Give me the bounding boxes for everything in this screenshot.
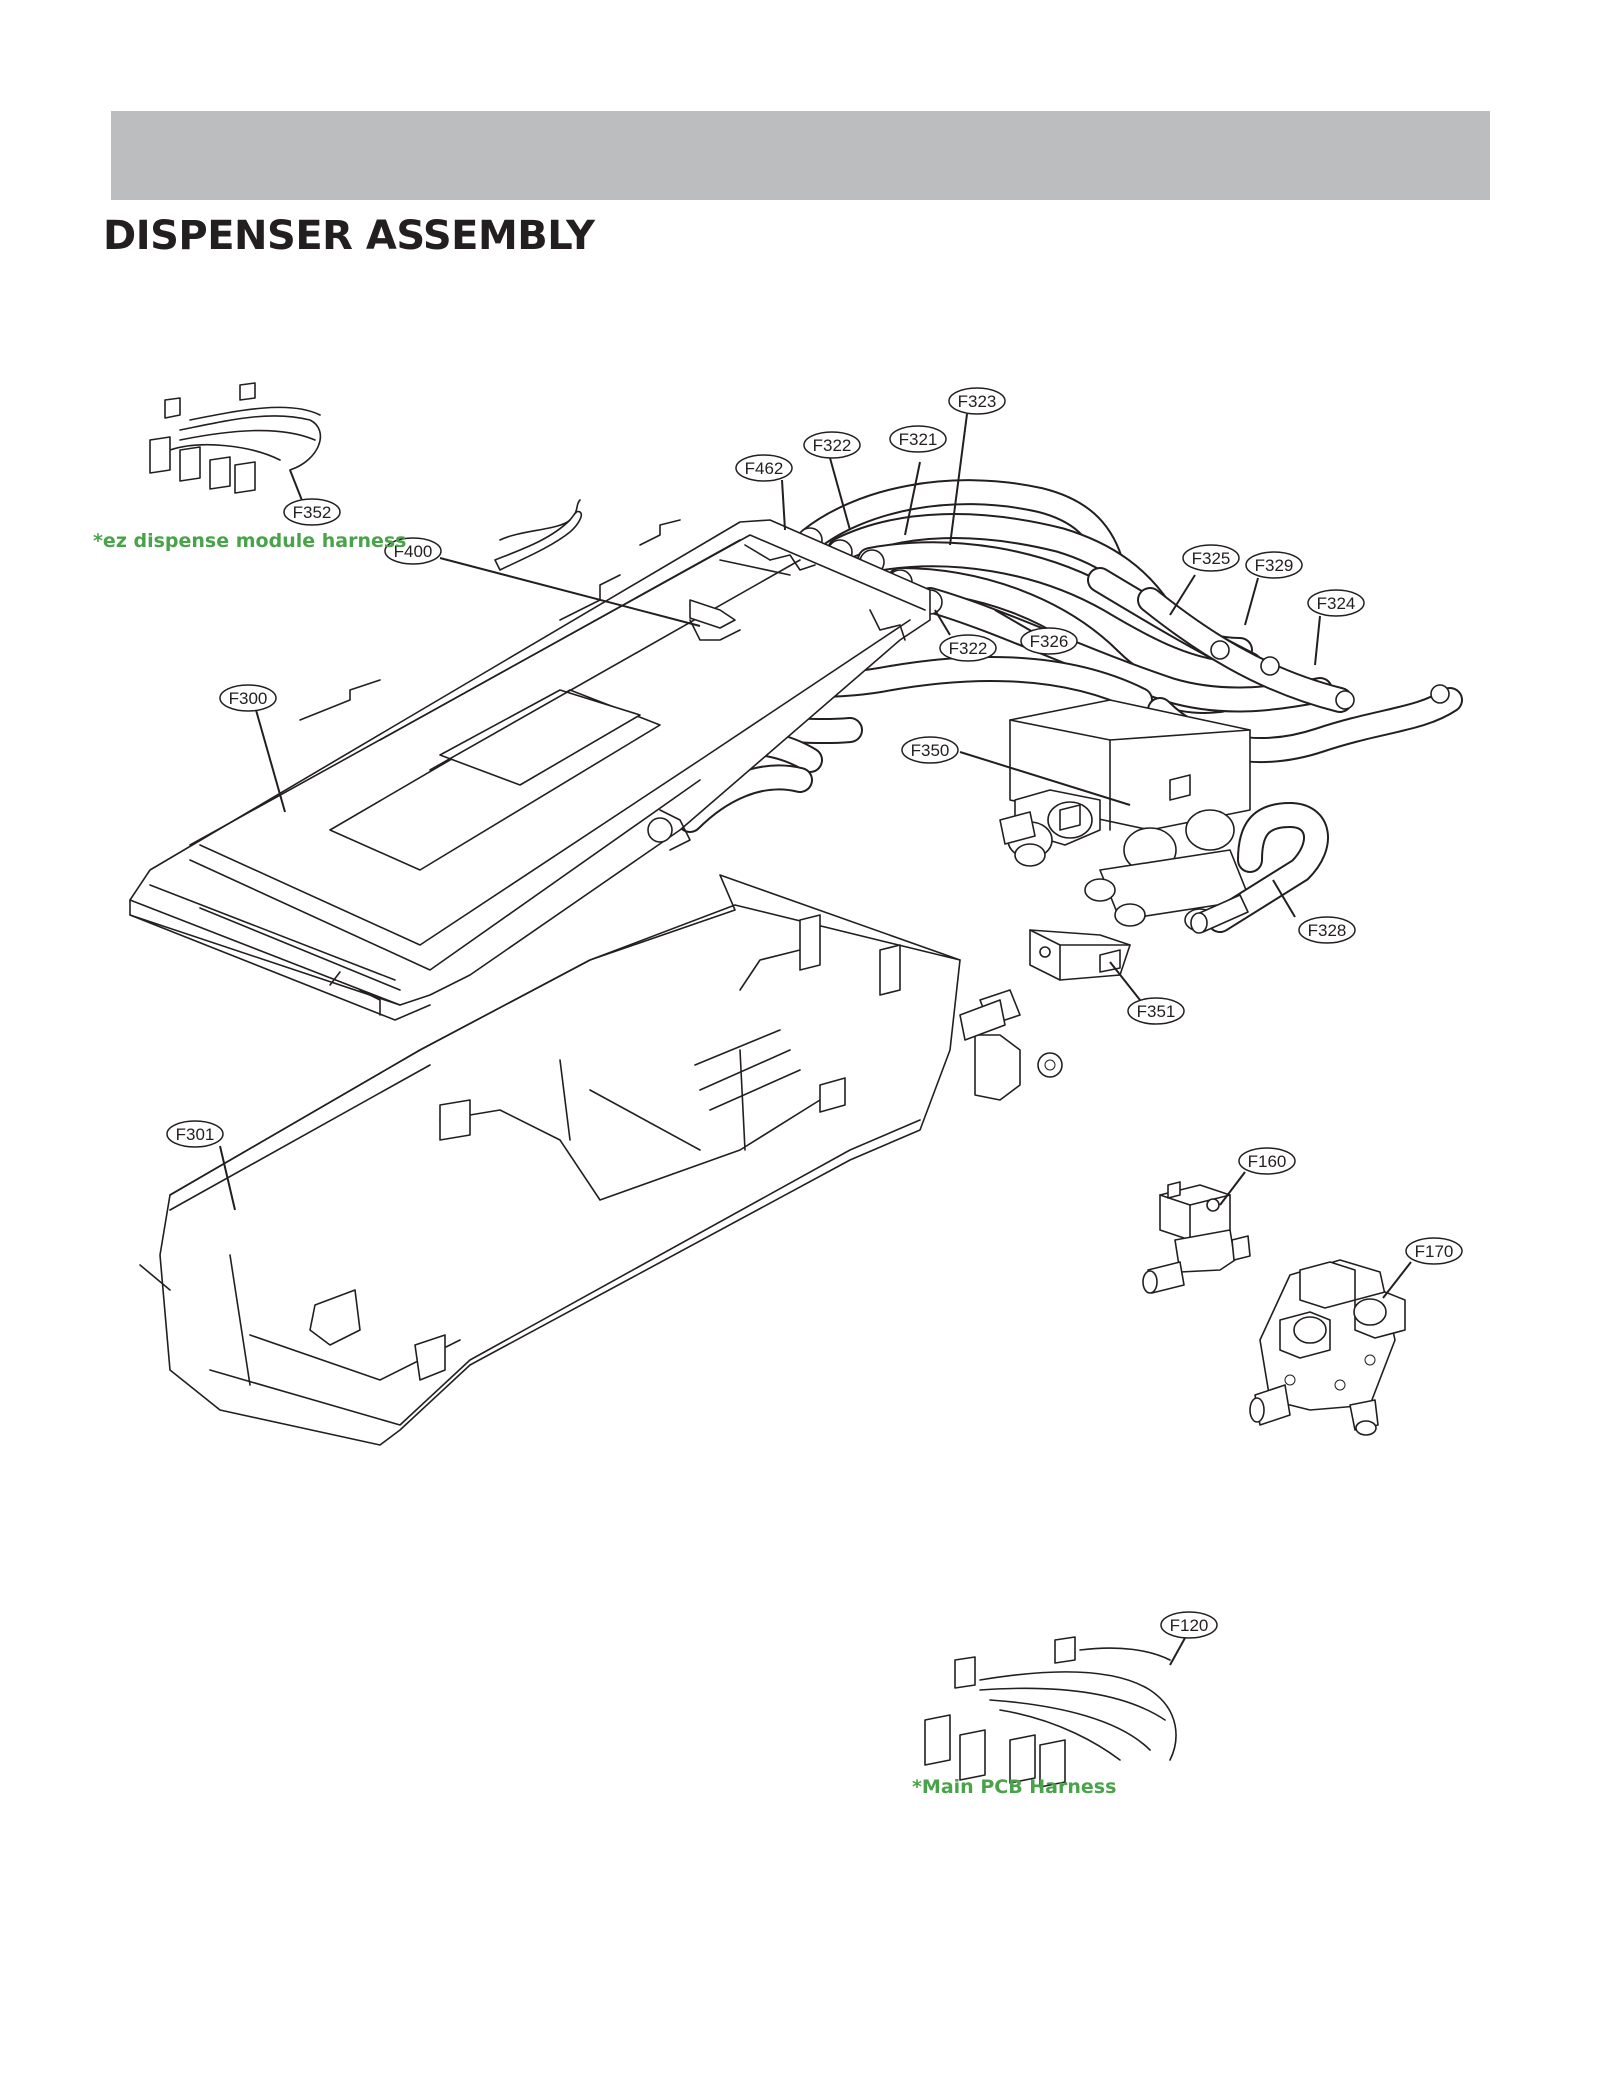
callout-f352: F352 [283,498,341,526]
callout-f323: F323 [948,387,1006,415]
callout-f170: F170 [1405,1237,1463,1265]
main-pcb-harness-label: *Main PCB Harness [912,1776,1117,1798]
callout-label: F300 [229,689,268,708]
dispenser-cover-part [129,499,931,1021]
callout-f350: F350 [901,736,959,764]
f352-harness-part [149,382,322,509]
f120-harness-part [924,1636,1186,1788]
callout-f351: F351 [1127,997,1185,1025]
callout-label: F120 [1170,1616,1209,1635]
callout-f120: F120 [1160,1611,1218,1639]
f160-water-valve-part [1142,1181,1251,1294]
callout-label: F329 [1255,556,1294,575]
callout-f328: F328 [1298,916,1356,944]
f170-water-valve-part [1249,1259,1406,1436]
callout-f321: F321 [889,425,947,453]
callout-f329: F329 [1245,551,1303,579]
callout-f400: F400 [384,537,442,565]
callout-f160: F160 [1238,1147,1296,1175]
f351-switch-part [1029,929,1131,981]
callout-label: F352 [293,503,332,522]
page-title: DISPENSER ASSEMBLY [103,213,595,259]
callout-label: F328 [1308,921,1347,940]
callout-f324: F324 [1307,589,1365,617]
hose-bundle [647,479,1463,833]
ez-dispense-harness-label: *ez dispense module harness [93,530,407,552]
callout-label: F325 [1192,549,1231,568]
callout-f301: F301 [166,1120,224,1148]
callout-label: F322 [949,639,988,658]
callout-f322-mid: F322 [939,634,997,662]
callout-label: F350 [911,741,950,760]
callout-label: F351 [1137,1002,1176,1021]
callout-f325: F325 [1182,544,1240,572]
f400-clip-part [494,510,736,629]
callout-label: F324 [1317,594,1356,613]
callout-label: F326 [1030,632,1069,651]
callout-label: F462 [745,459,784,478]
callout-label: F160 [1248,1152,1287,1171]
valve-assembly-part [999,699,1251,932]
callout-label: F322 [813,436,852,455]
f328-hose-part [1190,801,1329,934]
callout-label: F323 [958,392,997,411]
callout-f326: F326 [1020,627,1078,655]
dispenser-housing-part [139,874,1063,1446]
header-bar [111,111,1490,200]
leader-lines [219,413,1412,1299]
callout-label: F400 [394,542,433,561]
motor-shaft-part [959,989,1021,1041]
callout-f462: F462 [735,454,793,482]
callout-f322-top: F322 [803,431,861,459]
callout-f300: F300 [219,684,277,712]
callout-label: F301 [176,1125,215,1144]
callout-label: F321 [899,430,938,449]
callout-label: F170 [1415,1242,1454,1261]
